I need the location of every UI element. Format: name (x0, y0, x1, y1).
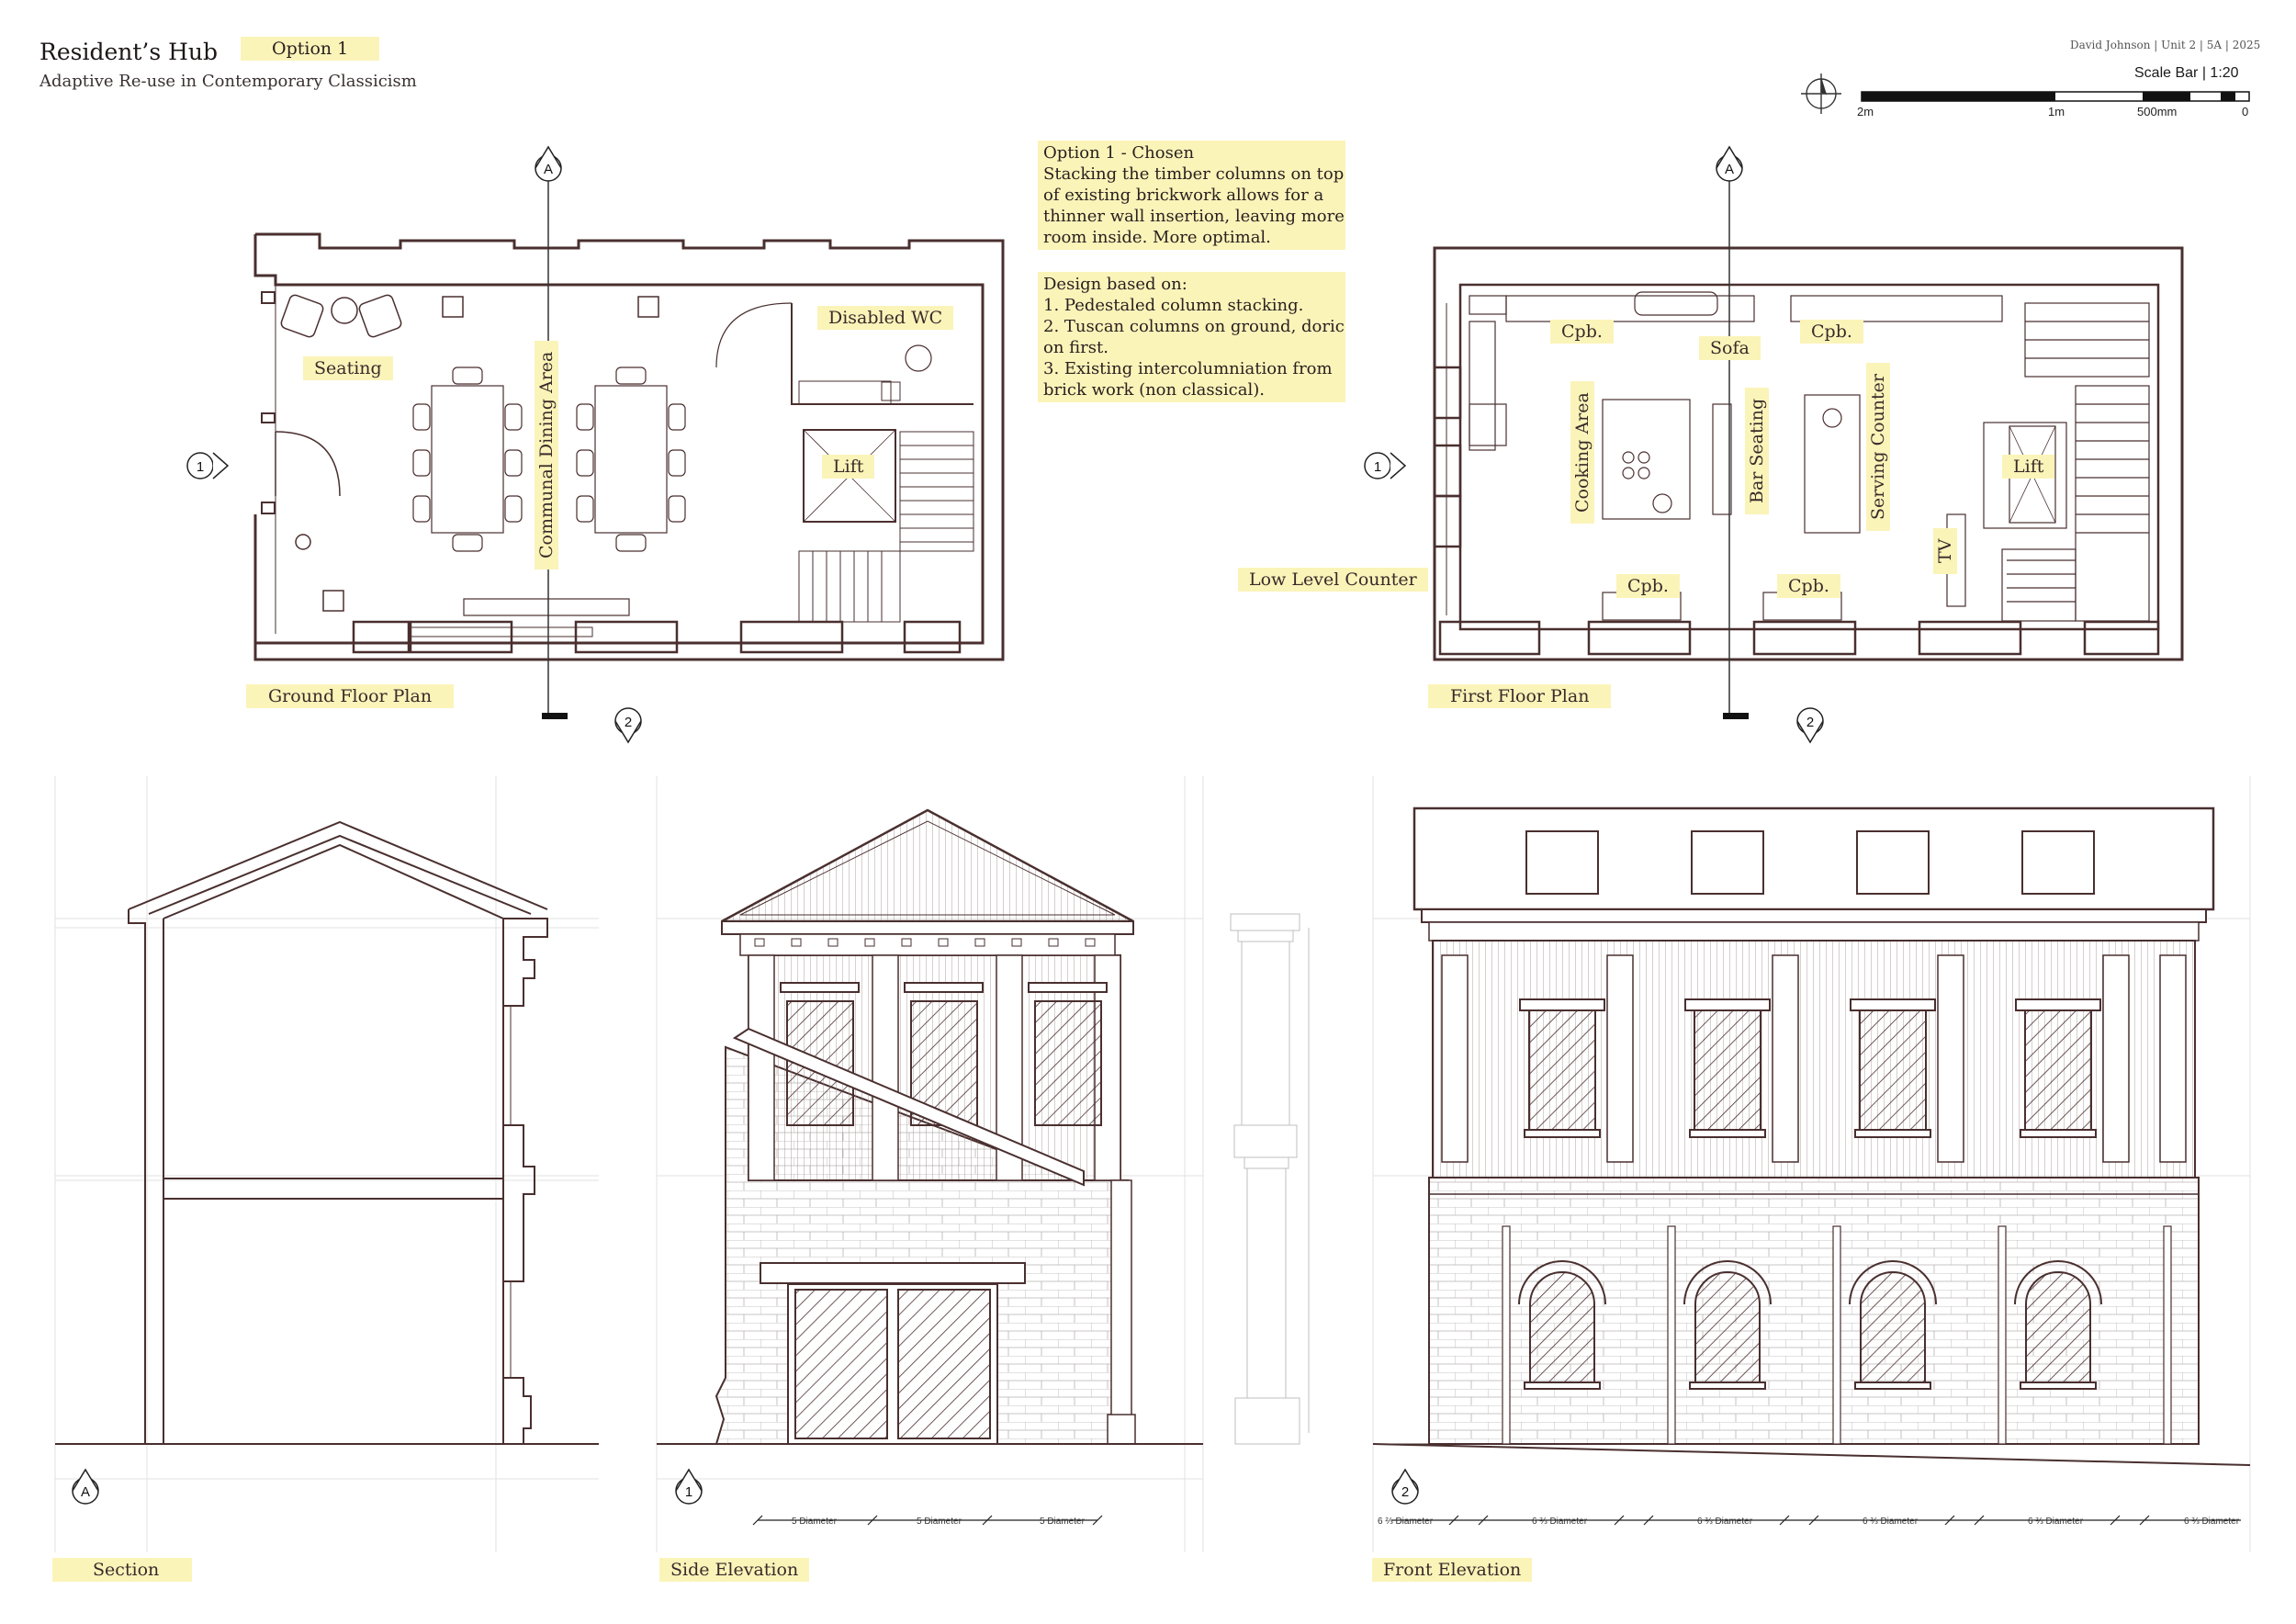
room-label-cpb-bottom-left: Cpb. (1616, 574, 1680, 598)
room-label-low-counter: Low Level Counter (1238, 568, 1428, 592)
scale-label-2m: 2m (1857, 105, 1874, 118)
ff-section-marker (1364, 145, 1824, 744)
room-label-cpb-right: Cpb. (1800, 320, 1863, 344)
note-line: 2. Tuscan columns on ground, doric (1043, 317, 1345, 336)
room-label-wc: Disabled WC (817, 306, 954, 330)
drawing-title-side: Side Elevation (659, 1558, 810, 1582)
room-label-bar: Bar Seating (1745, 387, 1769, 514)
ff-marker-1: 1 (1374, 459, 1381, 475)
note-line: 1. Pedestaled column stacking. (1043, 296, 1304, 315)
room-label-tv: TV (1933, 527, 1957, 574)
room-label-sofa: Sofa (1699, 336, 1761, 360)
room-label-serving: Serving Counter (1866, 362, 1890, 531)
scale-bar (1861, 91, 2250, 102)
front-dim-3: 6 ⅔ Diameter (1697, 1517, 1753, 1527)
room-label-cpb-left: Cpb. (1550, 320, 1614, 344)
room-label-lift-ff: Lift (2002, 455, 2055, 479)
room-label-cooking: Cooking Area (1570, 381, 1594, 524)
ground-floor-plan (253, 175, 1005, 719)
front-dim-2: 6 ⅔ Diameter (1532, 1517, 1588, 1527)
note-line: thinner wall insertion, leaving more (1043, 207, 1345, 226)
note-line: Option 1 - Chosen (1043, 143, 1195, 163)
side-dim-1: 5 Diameter (792, 1517, 838, 1527)
gf-section-marker (186, 145, 642, 744)
scale-label-1m: 1m (2048, 105, 2065, 118)
front-dim-1: 6 ⅔ Diameter (1378, 1517, 1434, 1527)
drawing-title-front: Front Elevation (1372, 1558, 1533, 1582)
section-drawing (54, 776, 599, 1552)
scale-bar-title: Scale Bar | 1:20 (2134, 65, 2239, 81)
note-line: brick work (non classical). (1043, 380, 1265, 400)
side-elevation (656, 776, 1310, 1552)
note-line: on first. (1043, 338, 1109, 357)
credit-line: David Johnson | Unit 2 | 5A | 2025 (2070, 39, 2261, 51)
front-elevation (1372, 776, 2251, 1552)
note-line: Stacking the timber columns on top (1043, 164, 1345, 184)
design-notes: Option 1 - Chosen Stacking the timber co… (1038, 141, 1345, 424)
scale-label-500mm: 500mm (2137, 105, 2178, 118)
plan-title-ground: Ground Floor Plan (246, 684, 455, 708)
front-dim-4: 6 ⅔ Diameter (1863, 1517, 1919, 1527)
room-label-seating: Seating (303, 356, 393, 380)
first-floor-plan (1433, 175, 2184, 719)
gf-marker-1: 1 (197, 459, 204, 475)
notes-chosen: Option 1 - Chosen Stacking the timber co… (1038, 141, 1345, 250)
page-subtitle: Adaptive Re-use in Contemporary Classici… (39, 72, 417, 91)
gf-marker-2: 2 (625, 715, 632, 730)
plan-title-first: First Floor Plan (1428, 684, 1612, 708)
room-label-lift-gf: Lift (822, 455, 875, 479)
option-tag: Option 1 (241, 37, 380, 61)
scale-label-0: 0 (2242, 105, 2249, 118)
ff-marker-2: 2 (1806, 715, 1814, 730)
marker-labels: A 1 2 A 1 2 A 1 2 (81, 162, 1814, 1500)
note-line: room inside. More optimal. (1043, 228, 1271, 247)
north-arrow-icon (1801, 73, 1841, 114)
note-line: 3. Existing intercolumniation from (1043, 359, 1333, 378)
notes-design: Design based on: 1. Pedestaled column st… (1038, 272, 1345, 402)
note-line: of existing brickwork allows for a (1043, 186, 1324, 205)
section-marker: A (81, 1484, 90, 1500)
room-label-cpb-bottom-right: Cpb. (1777, 574, 1840, 598)
room-label-dining: Communal Dining Area (535, 340, 558, 570)
dimension-labels: 5 Diameter 5 Diameter 5 Diameter 6 ⅔ Dia… (792, 1517, 2240, 1527)
front-marker: 2 (1401, 1484, 1409, 1500)
ff-marker-a: A (1725, 162, 1734, 177)
drawing-title-section: Section (52, 1558, 193, 1582)
front-dim-5: 6 ⅔ Diameter (2028, 1517, 2084, 1527)
side-dim-3: 5 Diameter (1040, 1517, 1086, 1527)
page-title: Resident’s Hub (39, 39, 219, 65)
side-dim-2: 5 Diameter (917, 1517, 962, 1527)
front-dim-6: 6 ⅔ Diameter (2184, 1517, 2240, 1527)
note-line: Design based on: (1043, 275, 1187, 294)
drawing-markers (72, 1468, 1419, 1505)
gf-marker-a: A (544, 162, 553, 177)
side-marker: 1 (685, 1484, 692, 1500)
